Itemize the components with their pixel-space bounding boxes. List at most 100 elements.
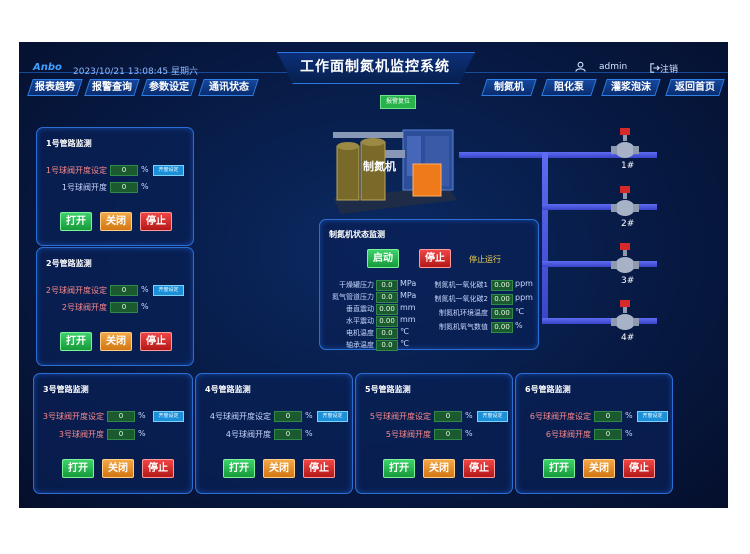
page-title: 工作面制氮机监控系统	[300, 59, 450, 75]
logout-link[interactable]: 注销	[660, 65, 679, 75]
unit: %	[465, 411, 473, 420]
nitrogen-status-panel: 制氮机状态监测 启动 停止 干燥罐压力 0.0 MPa 氮气管道压力 0.0 M…	[319, 219, 539, 351]
status-unit: ℃	[400, 327, 409, 336]
pipe-vertical	[542, 152, 548, 324]
stop-button[interactable]: 停止	[142, 459, 174, 478]
panel-title: 3号管路监测	[43, 385, 89, 394]
panel-title: 2号管路监测	[46, 259, 92, 268]
nav-grouting-foam[interactable]: 灌浆泡沫	[601, 79, 661, 96]
nav-alarm-query[interactable]: 报警查询	[84, 79, 140, 96]
open-button[interactable]: 打开	[383, 459, 415, 478]
status-label: 垂直震动	[346, 305, 374, 313]
open-set-label: 1号球阀开度设定	[45, 166, 107, 175]
open-set-button[interactable]: 开度设定	[153, 411, 184, 422]
open-value: 0	[107, 429, 135, 440]
open-value: 0	[110, 302, 138, 313]
open-value: 0	[274, 429, 302, 440]
logout-icon[interactable]	[650, 63, 660, 73]
unit: %	[625, 411, 633, 420]
open-set-button[interactable]: 开度设定	[477, 411, 508, 422]
pipeline-panel-6: 6号管路监测 6号球阀开度设定 0 % 开度设定 6号球阀开度 0 % 打开 关…	[515, 373, 673, 494]
open-button[interactable]: 打开	[543, 459, 575, 478]
valve-4-icon[interactable]	[611, 300, 639, 332]
open-set-button[interactable]: 开度设定	[153, 285, 184, 296]
run-state-text: 停止运行	[469, 255, 501, 264]
status-unit: MPa	[400, 279, 417, 288]
stop-button[interactable]: 停止	[623, 459, 655, 478]
open-set-value[interactable]: 0	[434, 411, 462, 422]
nav-home[interactable]: 返回首页	[665, 79, 725, 96]
status-value: 0.00	[491, 294, 513, 305]
unit: %	[141, 165, 149, 174]
open-label: 1号球阀开度	[61, 183, 107, 192]
alarm-reset-button[interactable]: 报警复位	[380, 95, 416, 109]
status-unit: %	[515, 321, 523, 330]
unit: %	[625, 429, 633, 438]
open-set-value[interactable]: 0	[110, 165, 138, 176]
nav-param-settings[interactable]: 参数设定	[141, 79, 197, 96]
open-set-label: 4号球阀开度设定	[209, 412, 271, 421]
open-set-label: 2号球阀开度设定	[45, 286, 107, 295]
nav-nitrogen-machine[interactable]: 制氮机	[481, 79, 537, 96]
close-button[interactable]: 关闭	[583, 459, 615, 478]
nav-inhibitor-pump[interactable]: 阻化泵	[541, 79, 597, 96]
open-value: 0	[110, 182, 138, 193]
open-set-value[interactable]: 0	[274, 411, 302, 422]
open-button[interactable]: 打开	[62, 459, 94, 478]
pipeline-panel-3: 3号管路监测 3号球阀开度设定 0 % 开度设定 3号球阀开度 0 % 打开 关…	[33, 373, 193, 494]
open-set-value[interactable]: 0	[110, 285, 138, 296]
stop-button[interactable]: 停止	[140, 212, 172, 231]
valve-3-label: 3#	[621, 276, 635, 286]
status-value: 0.00	[376, 316, 398, 327]
open-set-button[interactable]: 开度设定	[637, 411, 668, 422]
valve-1-icon[interactable]	[611, 128, 639, 160]
status-value: 0.0	[376, 292, 398, 303]
status-value: 0.0	[376, 340, 398, 351]
status-value: 0.00	[491, 322, 513, 333]
close-button[interactable]: 关闭	[102, 459, 134, 478]
start-button[interactable]: 启动	[367, 249, 399, 268]
panel-title: 6号管路监测	[525, 385, 571, 394]
open-label: 6号球阀开度	[545, 430, 591, 439]
valve-2-icon[interactable]	[611, 186, 639, 218]
open-set-button[interactable]: 开度设定	[153, 165, 184, 176]
nav-comm-status[interactable]: 通讯状态	[198, 79, 259, 96]
status-label: 水平震动	[346, 317, 374, 325]
open-set-value[interactable]: 0	[594, 411, 622, 422]
valve-3-icon[interactable]	[611, 243, 639, 275]
hmi-screen: Anbo 2023/10/21 13:08:45 星期六 工作面制氮机监控系统 …	[19, 42, 728, 508]
close-button[interactable]: 关闭	[263, 459, 295, 478]
nav-report-trend[interactable]: 报表趋势	[27, 79, 83, 96]
open-button[interactable]: 打开	[60, 332, 92, 351]
close-button[interactable]: 关闭	[423, 459, 455, 478]
open-set-button[interactable]: 开度设定	[317, 411, 348, 422]
stop-button[interactable]: 停止	[463, 459, 495, 478]
valve-1-label: 1#	[621, 161, 635, 171]
open-value: 0	[594, 429, 622, 440]
close-button[interactable]: 关闭	[100, 332, 132, 351]
status-unit: mm	[400, 315, 416, 324]
stop-button[interactable]: 停止	[303, 459, 335, 478]
open-label: 2号球阀开度	[61, 303, 107, 312]
status-unit: ppm	[515, 293, 533, 302]
unit: %	[305, 411, 313, 420]
user-name: admin	[599, 62, 628, 72]
unit: %	[141, 285, 149, 294]
unit: %	[138, 411, 146, 420]
status-unit: ppm	[515, 279, 533, 288]
nitrogen-machine-image	[333, 129, 457, 214]
unit: %	[465, 429, 473, 438]
open-label: 5号球阀开度	[385, 430, 431, 439]
open-button[interactable]: 打开	[223, 459, 255, 478]
stop-button[interactable]: 停止	[419, 249, 451, 268]
open-set-label: 3号球阀开度设定	[42, 412, 104, 421]
open-set-value[interactable]: 0	[107, 411, 135, 422]
pipe-branch-3	[542, 261, 657, 267]
open-button[interactable]: 打开	[60, 212, 92, 231]
close-button[interactable]: 关闭	[100, 212, 132, 231]
status-value: 0.00	[491, 308, 513, 319]
pipe-main	[459, 152, 657, 158]
status-label: 电机温度	[346, 329, 374, 337]
status-value: 0.00	[491, 280, 513, 291]
stop-button[interactable]: 停止	[140, 332, 172, 351]
